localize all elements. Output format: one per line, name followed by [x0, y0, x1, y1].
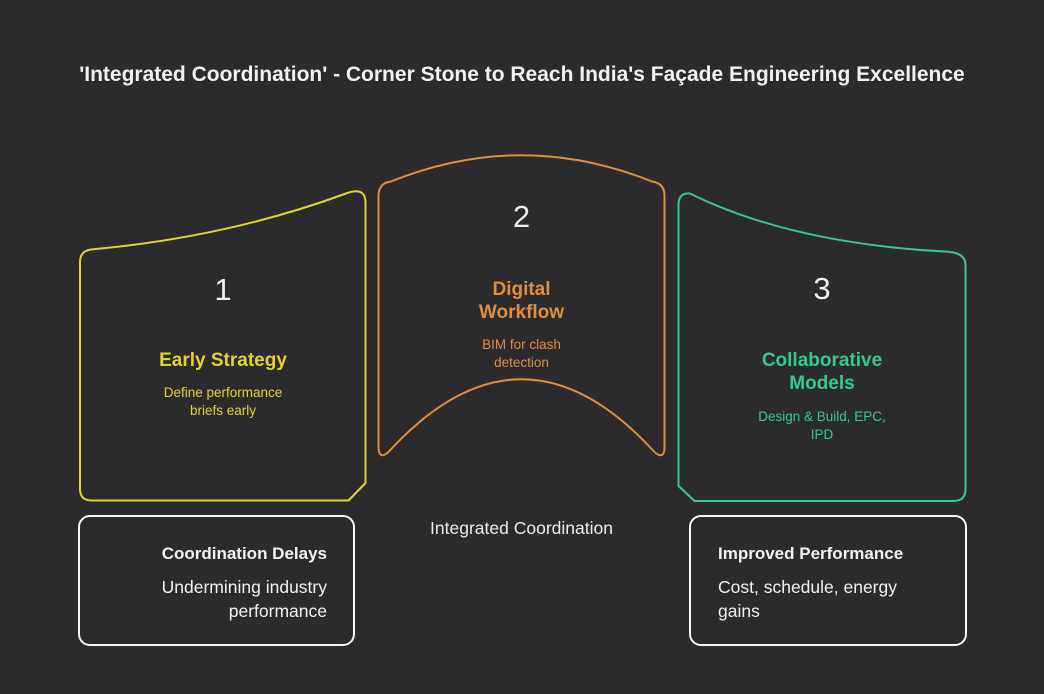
step-1-title: Early Strategy: [159, 350, 287, 371]
step-2-number: 2: [512, 199, 531, 234]
panel-2-outline: [377, 154, 666, 457]
step-2-subtitle: BIM for clash detection: [482, 337, 561, 370]
step-3-number: 3: [813, 271, 831, 306]
step-2-title: Digital Workflow: [478, 279, 565, 323]
callout-improved-performance: Improved Performance Cost, schedule, ene…: [689, 515, 967, 646]
callout-coordination-delays: Coordination Delays Undermining industry…: [78, 515, 355, 646]
step-3-subtitle: Design & Build, EPC, IPD: [758, 409, 886, 442]
panel-3-outline: [677, 192, 967, 502]
center-label: Integrated Coordination: [430, 518, 613, 538]
step-1-number: 1: [214, 272, 232, 307]
callout-left-title: Coordination Delays: [161, 544, 327, 563]
callout-left-body: Undermining industry performance: [161, 577, 327, 621]
step-3-title: Collaborative Models: [761, 350, 883, 394]
page-title: 'Integrated Coordination' - Corner Stone…: [79, 63, 965, 86]
panel-1-outline: [79, 190, 367, 502]
callout-right-title: Improved Performance: [718, 544, 904, 563]
callout-right-body: Cost, schedule, energy gains: [718, 577, 897, 621]
step-1-subtitle: Define performance briefs early: [163, 385, 283, 418]
